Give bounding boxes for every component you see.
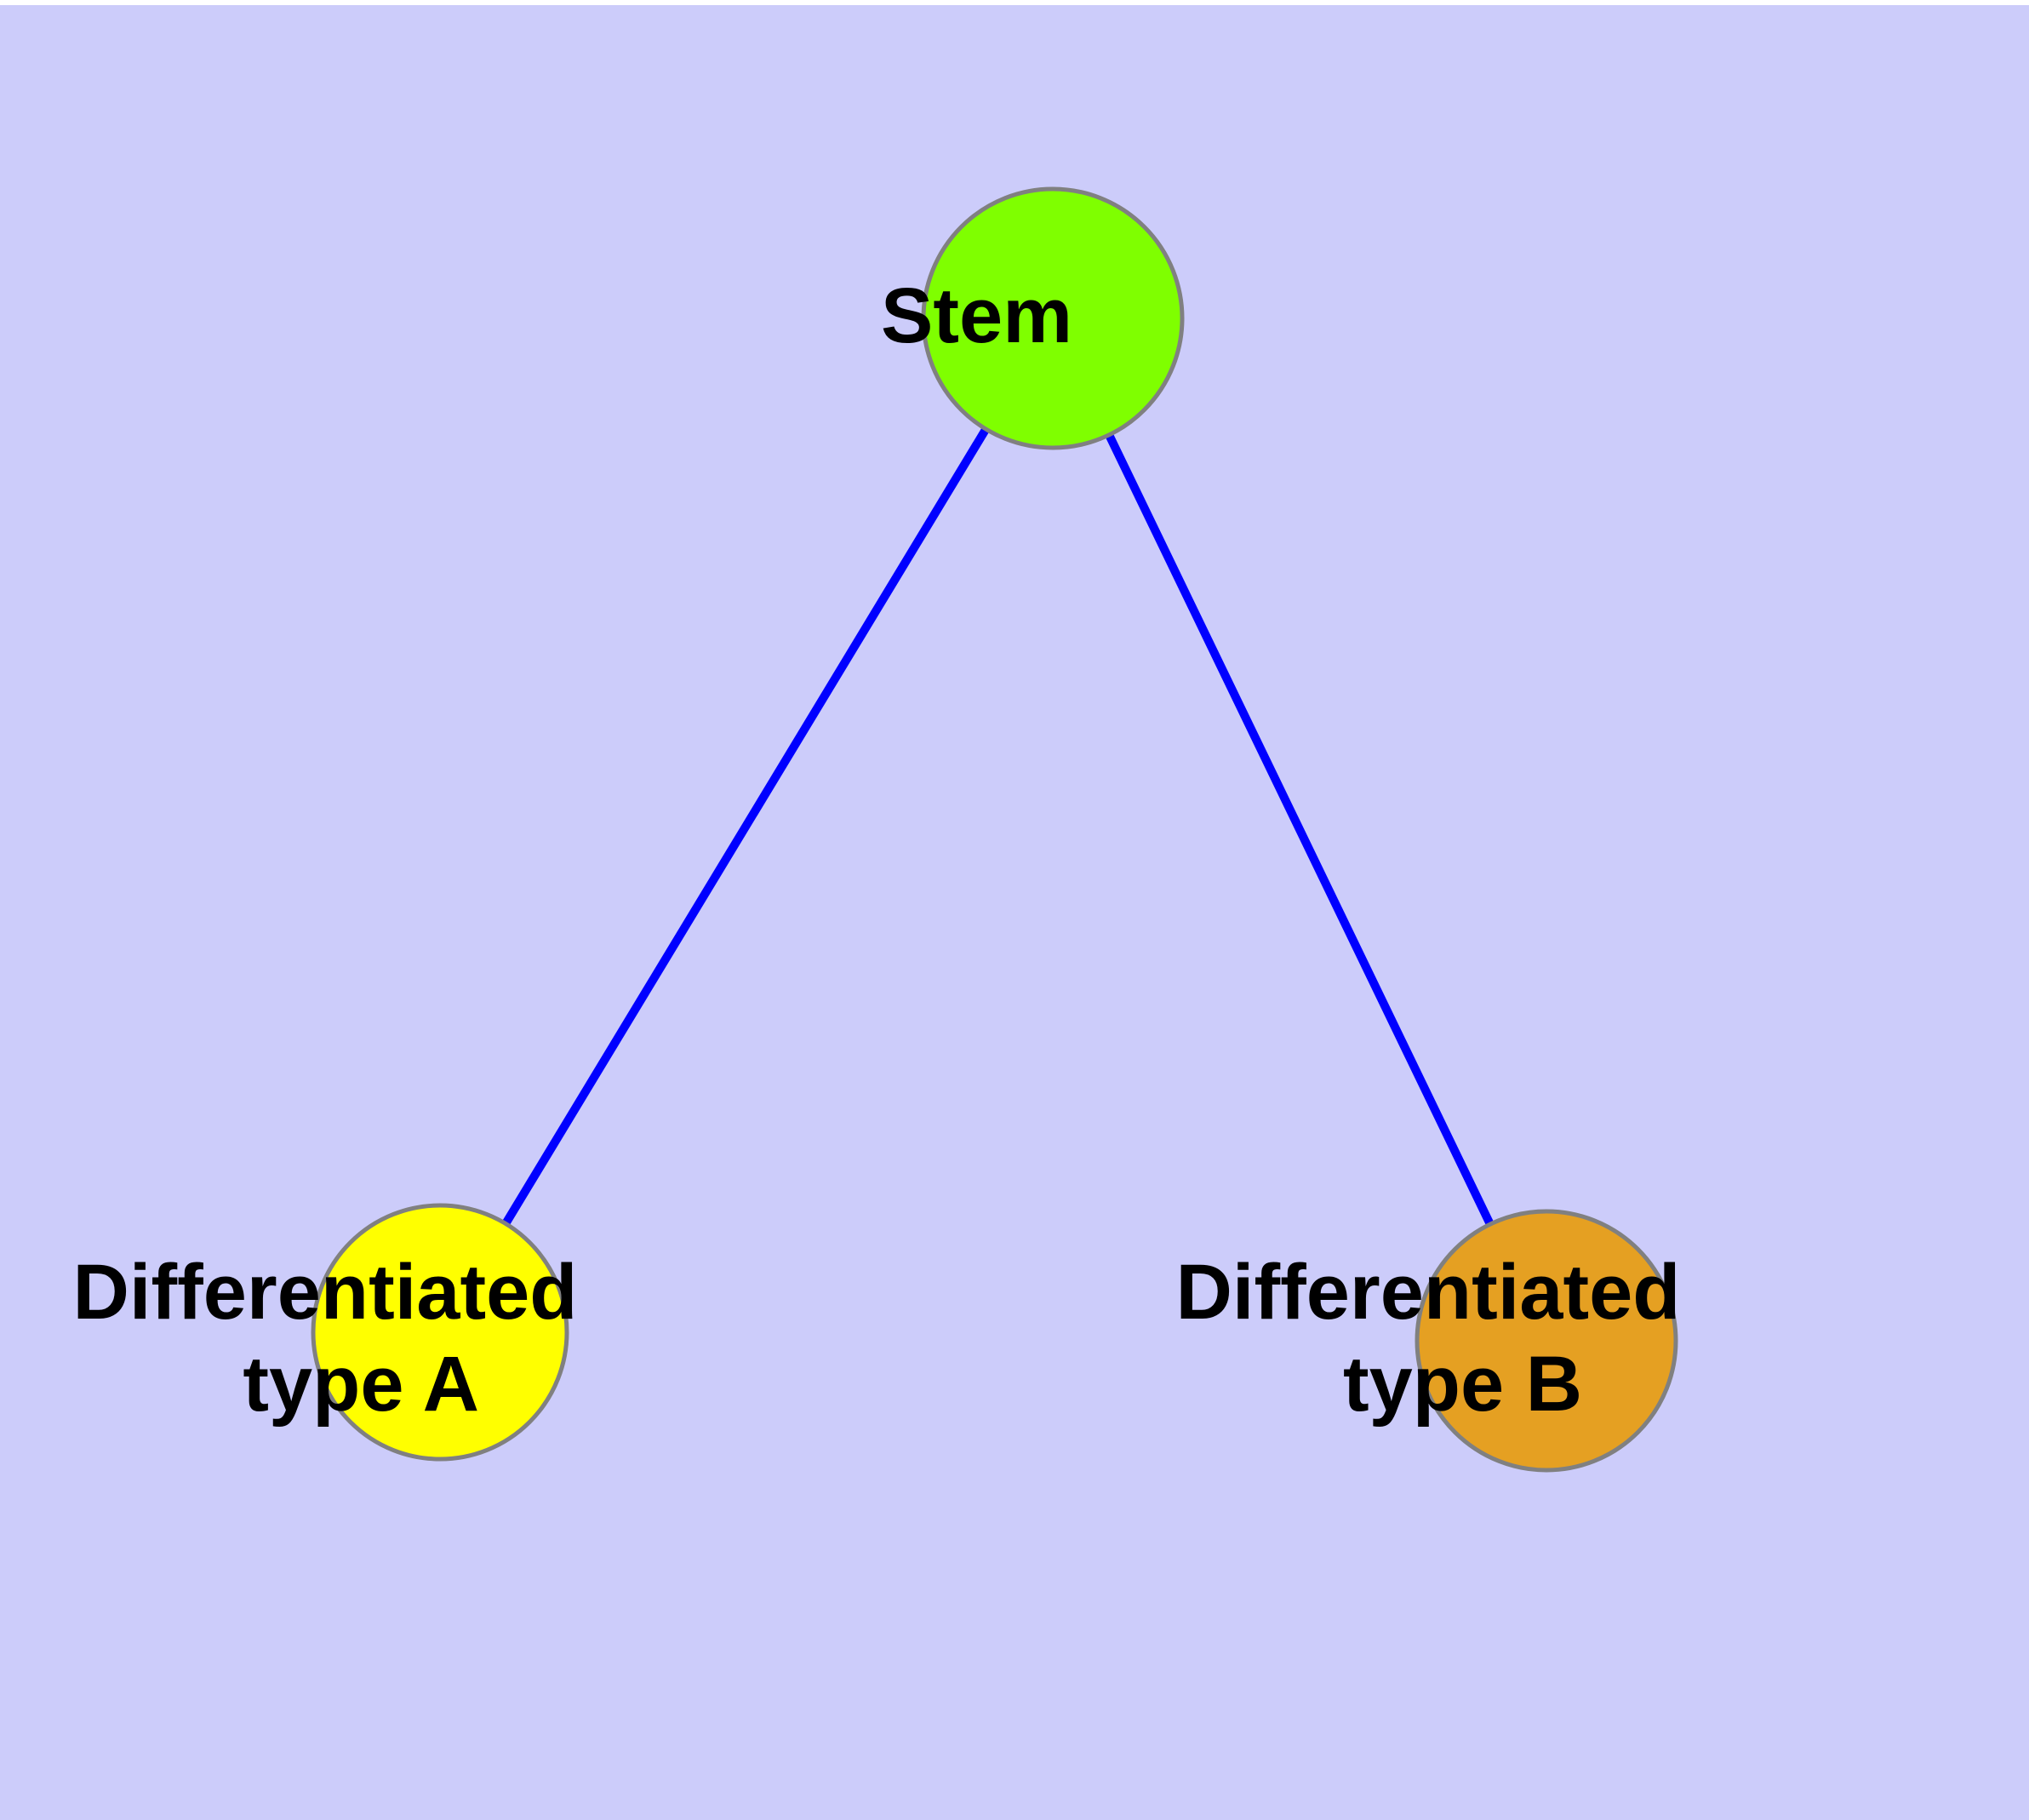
edge-stem-to-differentiated-type-b[interactable] [1049,316,1551,1343]
node-layer [311,186,1678,1473]
node-stem[interactable] [921,186,1185,450]
node-differentiated-type-a[interactable] [311,1203,569,1462]
node-differentiated-type-b-circle[interactable] [1415,1209,1678,1473]
node-stem-label: Stem [881,272,1225,359]
node-differentiated-type-a-circle[interactable] [311,1203,569,1462]
edge-stem-to-differentiated-type-a[interactable] [436,316,1057,1335]
node-differentiated-type-a-label-line-2: type A [243,1341,477,1428]
node-stem-circle[interactable] [921,186,1185,450]
node-differentiated-type-a-label: Differentiated type A [72,1249,773,1428]
node-stem-label-line-1: Stem [881,272,1072,359]
node-differentiated-type-b[interactable] [1415,1209,1678,1473]
edge-layer [436,316,1551,1343]
node-differentiated-type-b-label-line-1: Differentiated [1175,1249,1680,1336]
node-differentiated-type-b-label: Differentiated type B [1175,1249,1876,1428]
label-layer: Stem Differentiated type A Differentiate… [72,272,1876,1428]
node-differentiated-type-a-label-line-1: Differentiated [72,1249,577,1336]
node-differentiated-type-b-label-line-2: type B [1343,1341,1582,1428]
